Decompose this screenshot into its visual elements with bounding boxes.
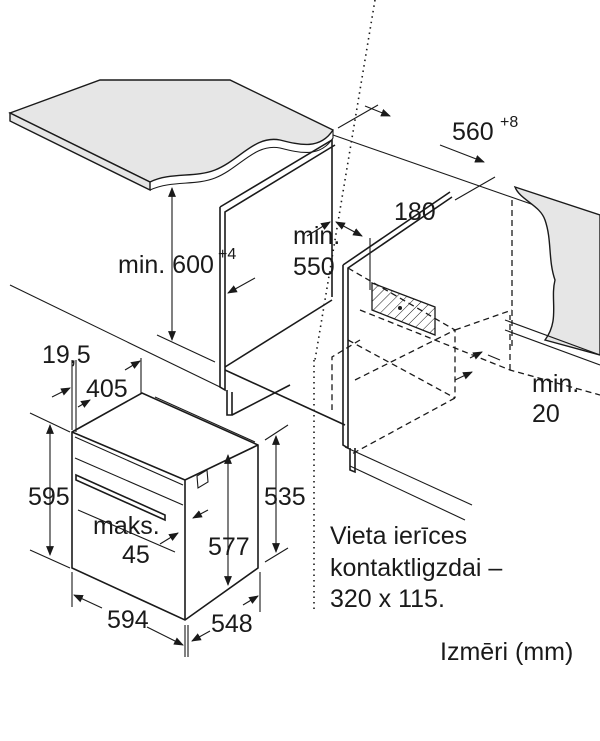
oven-height-label: 595	[28, 483, 70, 511]
floor-line	[349, 465, 466, 521]
rear-gap-min: min.	[532, 370, 579, 398]
door-handle	[75, 473, 166, 522]
niche-depth-min: min.	[293, 222, 340, 250]
floor-line	[9, 284, 221, 388]
socket-note-line3: 320 x 115.	[330, 585, 445, 613]
left-side-panel	[219, 138, 346, 426]
rear-gap-label: 20	[532, 400, 560, 428]
units-caption: Izmēri (mm)	[440, 638, 573, 666]
socket-note-line2: kontaktligzdai –	[330, 554, 502, 582]
socket-note-line1: Vieta ierīces	[330, 522, 467, 550]
front-panel-label: 19,5	[42, 341, 91, 369]
dimension-lines	[29, 104, 501, 657]
countertop	[8, 79, 335, 192]
niche-height-label: min. 600	[118, 251, 214, 279]
socket-area	[371, 282, 436, 336]
socket-offset-label: 180	[394, 198, 436, 226]
side-height-label: 535	[264, 483, 306, 511]
door-protrusion-label: 45	[122, 541, 150, 569]
oven-depth-label: 548	[211, 610, 253, 638]
niche-depth-label: 550	[293, 253, 335, 281]
inner-height-label: 577	[208, 533, 250, 561]
niche-width-tolerance: +8	[500, 114, 518, 131]
right-cabinet	[332, 134, 600, 366]
floor-line	[156, 334, 216, 363]
right-side-panel	[313, 0, 600, 610]
oven-width-label: 594	[107, 606, 149, 634]
top-depth-label: 405	[86, 375, 128, 403]
niche-width-label: 560	[452, 118, 494, 146]
oven	[71, 392, 259, 621]
door-max-label: maks.	[93, 512, 160, 540]
floor-line	[344, 446, 473, 506]
niche-height-tolerance: +4	[218, 246, 236, 263]
